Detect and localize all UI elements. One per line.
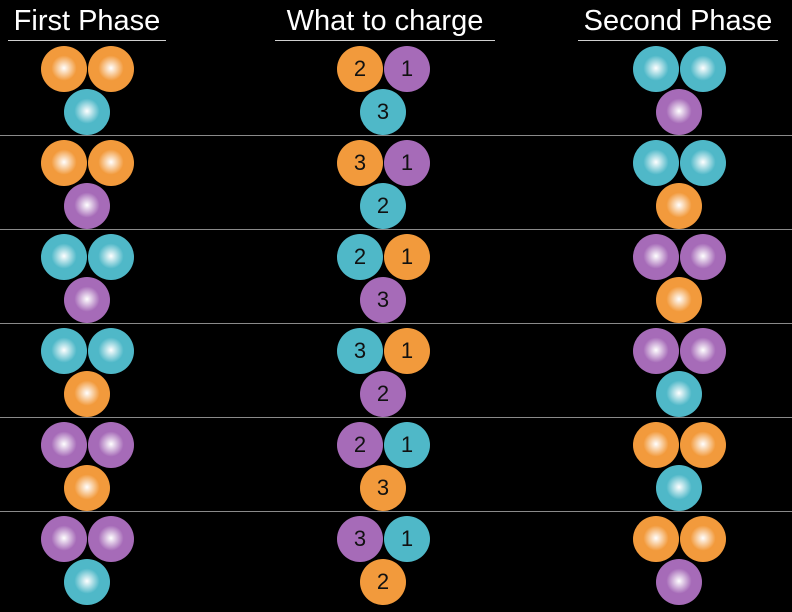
orange-sphere (88, 140, 134, 186)
purple-sphere (64, 277, 110, 323)
second-phase-cluster (633, 234, 733, 324)
second-phase-cluster (633, 140, 733, 230)
purple-sphere (656, 89, 702, 135)
second-phase-cluster (633, 422, 733, 512)
row-divider (0, 323, 792, 324)
purple-sphere (680, 234, 726, 280)
purple-sphere (41, 516, 87, 562)
cyan-sphere (656, 465, 702, 511)
orange-sphere (88, 46, 134, 92)
row-divider (0, 417, 792, 418)
purple-sphere (656, 559, 702, 605)
cyan-charge-ball: 3 (360, 89, 406, 135)
row-divider (0, 511, 792, 512)
orange-charge-ball: 2 (360, 559, 406, 605)
first-phase-header: First Phase (8, 4, 166, 41)
cyan-sphere (680, 140, 726, 186)
cyan-charge-ball: 2 (337, 234, 383, 280)
cyan-charge-ball: 1 (384, 516, 430, 562)
orange-charge-ball: 2 (337, 46, 383, 92)
orange-sphere (656, 183, 702, 229)
purple-charge-ball: 1 (384, 140, 430, 186)
second-phase-cluster (633, 46, 733, 136)
cyan-sphere (41, 328, 87, 374)
purple-sphere (88, 516, 134, 562)
orange-sphere (633, 516, 679, 562)
first-phase-cluster (41, 328, 141, 418)
row-divider (0, 135, 792, 136)
purple-charge-ball: 1 (384, 46, 430, 92)
cyan-sphere (64, 559, 110, 605)
purple-sphere (41, 422, 87, 468)
first-phase-cluster (41, 140, 141, 230)
cyan-sphere (680, 46, 726, 92)
purple-sphere (88, 422, 134, 468)
what-to-charge-header: What to charge (275, 4, 495, 41)
orange-sphere (64, 371, 110, 417)
orange-charge-ball: 1 (384, 328, 430, 374)
cyan-charge-ball: 2 (360, 183, 406, 229)
cyan-sphere (633, 140, 679, 186)
cyan-sphere (41, 234, 87, 280)
column-headers: First Phase What to charge Second Phase (0, 0, 792, 48)
purple-sphere (633, 234, 679, 280)
purple-sphere (633, 328, 679, 374)
orange-sphere (680, 422, 726, 468)
purple-charge-ball: 3 (360, 277, 406, 323)
orange-charge-ball: 3 (360, 465, 406, 511)
orange-sphere (656, 277, 702, 323)
purple-charge-ball: 2 (360, 371, 406, 417)
orange-sphere (64, 465, 110, 511)
purple-charge-ball: 2 (337, 422, 383, 468)
orange-sphere (41, 46, 87, 92)
second-phase-header: Second Phase (578, 4, 778, 41)
first-phase-cluster (41, 234, 141, 324)
cyan-sphere (633, 46, 679, 92)
cyan-sphere (656, 371, 702, 417)
second-phase-cluster (633, 328, 733, 418)
row-divider (0, 229, 792, 230)
purple-sphere (680, 328, 726, 374)
orange-charge-ball: 3 (337, 140, 383, 186)
orange-sphere (680, 516, 726, 562)
orange-charge-ball: 1 (384, 234, 430, 280)
orange-sphere (633, 422, 679, 468)
cyan-sphere (88, 328, 134, 374)
purple-charge-ball: 3 (337, 516, 383, 562)
orange-sphere (41, 140, 87, 186)
second-phase-cluster (633, 516, 733, 606)
cyan-charge-ball: 3 (337, 328, 383, 374)
cyan-sphere (64, 89, 110, 135)
cyan-sphere (88, 234, 134, 280)
cyan-charge-ball: 1 (384, 422, 430, 468)
first-phase-cluster (41, 46, 141, 136)
first-phase-cluster (41, 422, 141, 512)
purple-sphere (64, 183, 110, 229)
first-phase-cluster (41, 516, 141, 606)
